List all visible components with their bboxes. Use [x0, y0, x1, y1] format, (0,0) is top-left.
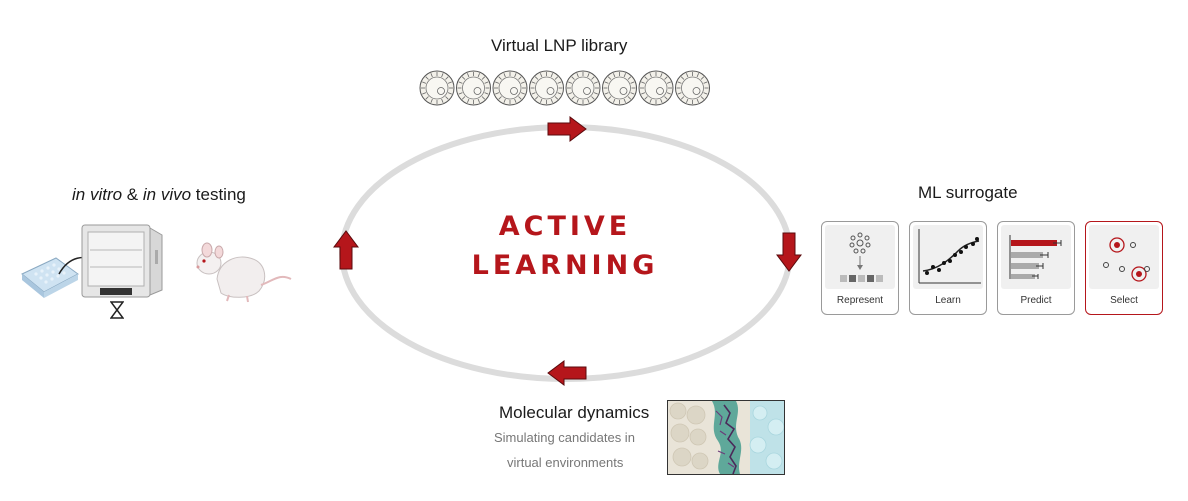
represent-card: Represent	[821, 221, 899, 315]
lnp-particle-icon	[529, 70, 564, 106]
arrow-left-icon	[547, 360, 587, 386]
active-learning-line2: LEARNING	[471, 250, 659, 281]
lnp-particle-icon	[492, 70, 528, 106]
lnp-particle-icon	[419, 70, 455, 106]
learn-icon	[913, 225, 983, 289]
library-title: Virtual LNP library	[491, 36, 628, 55]
lnp-particle-icon	[565, 70, 601, 106]
testing-in-vivo: in vivo	[142, 185, 192, 204]
testing-title: in vitro & in vivo testing	[72, 185, 246, 205]
active-learning-line1: ACTIVE	[498, 211, 632, 242]
incubator-icon	[81, 224, 163, 298]
learn-label: Learn	[935, 295, 961, 306]
testing-amp: &	[122, 185, 143, 204]
lnp-particle-icon	[638, 70, 674, 106]
lnp-particle-row	[418, 68, 718, 108]
hourglass-icon	[110, 301, 124, 319]
represent-label: Represent	[836, 295, 884, 306]
md-subtitle-line1: Simulating candidates in	[494, 430, 635, 445]
predict-label: Predict	[1020, 295, 1052, 306]
mouse-icon	[196, 242, 292, 303]
select-card: Select	[1085, 221, 1163, 315]
lnp-particle-icon	[675, 70, 710, 106]
arrow-right-icon	[547, 116, 587, 142]
select-icon	[1089, 225, 1159, 289]
md-title: Molecular dynamics	[499, 403, 650, 422]
md-simulation-image	[667, 400, 785, 475]
testing-in-vitro: in vitro	[72, 185, 123, 204]
lnp-particle-icon	[456, 70, 491, 106]
learn-card: Learn	[909, 221, 987, 315]
arrow-down-icon	[776, 232, 802, 272]
surrogate-title: ML surrogate	[918, 183, 1018, 202]
lnp-particle-icon	[602, 70, 637, 106]
testing-suffix: testing	[191, 185, 246, 204]
represent-icon	[825, 225, 895, 289]
arrow-up-icon	[333, 230, 359, 270]
predict-icon	[1001, 225, 1071, 289]
md-subtitle-line2: virtual environments	[507, 455, 624, 470]
predict-card: Predict	[997, 221, 1075, 315]
select-label: Select	[1110, 295, 1138, 306]
